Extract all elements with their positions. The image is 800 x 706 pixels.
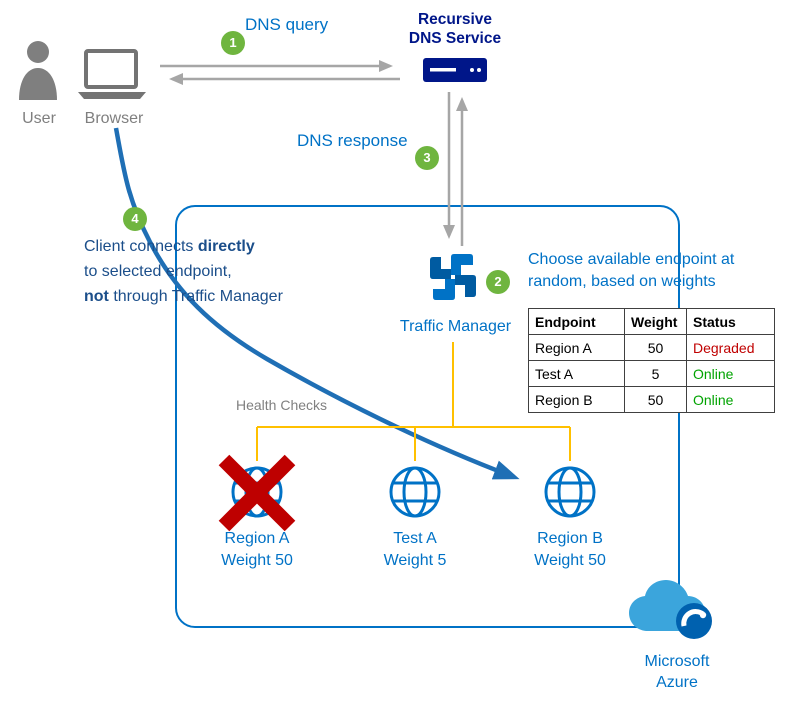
table-cell-endpoint: Region A [528,334,625,361]
recursive-dns-line1: Recursive [417,11,493,28]
dns-response-label: DNS response [297,131,408,150]
client-note-line2: to selected endpoint, [84,263,232,280]
dns-server-icon [423,58,487,82]
azure-label-line1: Microsoft [644,653,710,670]
endpoint-weight: Weight 50 [221,552,293,569]
step-badge-4: 4 [123,207,147,231]
table-cell-weight: 5 [624,360,687,387]
traffic-manager-icon [430,254,476,300]
table-cell-weight: 50 [624,386,687,413]
endpoint-region-b-label: Region B Weight 50 [510,528,630,572]
azure-label-line2: Azure [656,674,698,691]
browser-label: Browser [84,110,144,127]
azure-cloud-icon [629,580,712,639]
client-note-line3-bold: not [84,288,109,305]
recursive-dns-label: Recursive DNS Service [385,10,525,48]
table-cell-status: Online [686,386,775,413]
client-note-line1-bold: directly [197,238,255,255]
table-header-status: Status [686,308,775,335]
client-connect-note: Client connects directly to selected end… [84,234,354,309]
health-checks-label: Health Checks [236,397,328,413]
user-icon [19,41,57,100]
table-cell-status: Online [686,360,775,387]
endpoint-weight: Weight 50 [534,552,606,569]
table-row: Test A 5 Online [528,360,775,387]
table-cell-status: Degraded [686,334,775,361]
table-header-endpoint: Endpoint [528,308,625,335]
selection-note: Choose available endpoint at random, bas… [528,249,788,293]
step-badge-3: 3 [415,146,439,170]
recursive-dns-line2: DNS Service [408,30,502,47]
client-note-line3-text: through Traffic Manager [108,288,283,305]
table-cell-endpoint: Test A [528,360,625,387]
browser-laptop-icon [78,49,146,99]
azure-logo-label: Microsoft Azure [632,651,722,693]
client-note-line1-text: Client connects [84,238,198,255]
client-note-line3: not through Traffic Manager [84,284,354,309]
endpoint-test-a-globe-icon [389,466,441,518]
traffic-manager-label: Traffic Manager [399,318,512,335]
table-row: Region B 50 Online [528,386,775,413]
table-row: Region A 50 Degraded [528,334,775,361]
client-note-line1: Client connects directly [84,234,354,259]
failed-x-icon [218,454,296,532]
user-label: User [22,110,56,127]
table-header-row: Endpoint Weight Status [528,308,775,335]
table-cell-weight: 50 [624,334,687,361]
endpoint-test-a-label: Test A Weight 5 [355,528,475,572]
selection-note-line1: Choose available endpoint at [528,251,735,268]
endpoint-region-b-globe-icon [544,466,596,518]
endpoint-region-a-label: Region A Weight 50 [197,528,317,572]
endpoint-name: Region A [224,530,290,547]
endpoint-table: Endpoint Weight Status Region A 50 Degra… [528,308,775,413]
dns-query-label: DNS query [245,15,329,34]
table-cell-endpoint: Region B [528,386,625,413]
table-header-weight: Weight [624,308,687,335]
endpoint-weight: Weight 5 [383,552,447,569]
step-badge-1: 1 [221,31,245,55]
selection-note-line2: random, based on weights [528,273,716,290]
endpoint-name: Test A [393,530,437,547]
step-badge-2: 2 [486,270,510,294]
endpoint-name: Region B [537,530,603,547]
